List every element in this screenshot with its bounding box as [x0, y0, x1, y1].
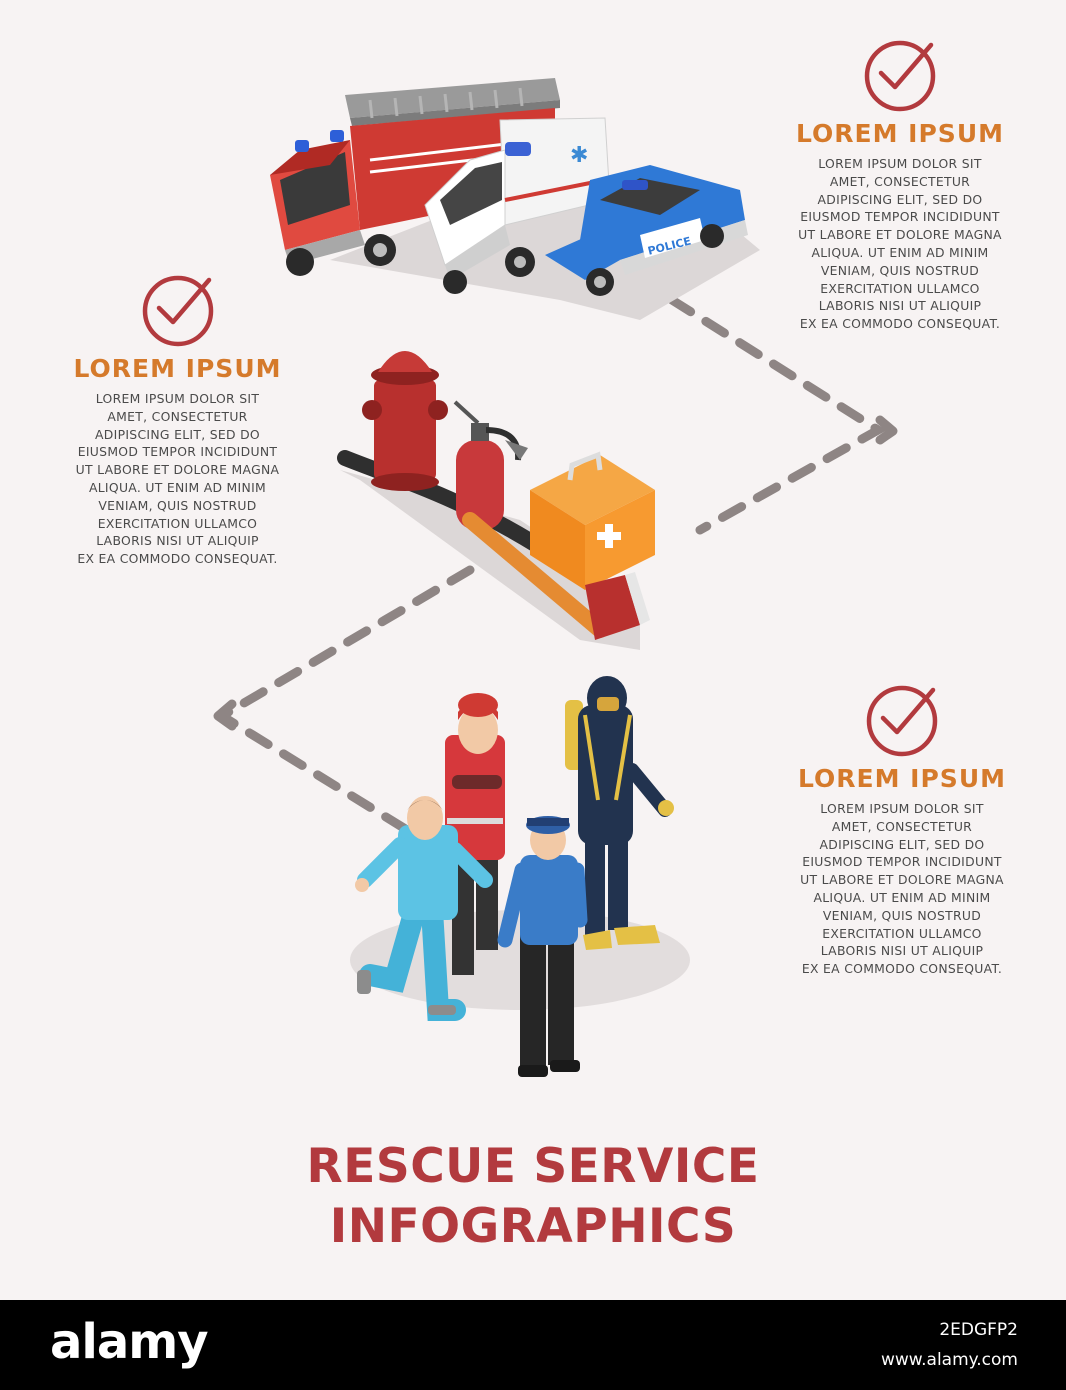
ambulance-icon: ✱	[424, 117, 611, 294]
infographic-canvas: ✱ POLICE	[55, 35, 1022, 1254]
path-arrow-right	[875, 415, 898, 445]
image-id: 2EDGFP2	[939, 1320, 1018, 1340]
block-body: LOREM IPSUM DOLOR SIT AMET, CONSECTETUR …	[75, 391, 280, 567]
svg-text:✱: ✱	[570, 143, 588, 168]
fire-hose-icon	[337, 450, 568, 568]
paramedic-icon	[355, 796, 493, 1021]
rescue-team-group	[350, 676, 690, 1077]
info-block-equipment: LOREM IPSUM LOREM IPSUM DOLOR SIT AMET, …	[55, 270, 300, 568]
watermark-footer: alamy 2EDGFP2 www.alamy.com	[0, 1300, 1066, 1390]
check-circle-icon	[864, 40, 936, 112]
police-car-icon: POLICE	[545, 165, 748, 296]
equipment-group	[337, 351, 655, 650]
watermark-url: www.alamy.com	[880, 1350, 1018, 1370]
axe-icon	[462, 512, 650, 640]
main-title-line1: RESCUE SERVICE	[306, 1139, 760, 1194]
diver-icon	[565, 676, 674, 950]
illustration-layer: ✱ POLICE	[213, 78, 898, 1077]
police-officer-icon	[497, 816, 588, 1077]
block-title: LOREM IPSUM	[797, 764, 1006, 793]
fire-hydrant-icon	[362, 351, 448, 491]
first-aid-kit-icon	[530, 451, 655, 590]
block-body: LOREM IPSUM DOLOR SIT AMET, CONSECTETUR …	[800, 801, 1004, 977]
watermark-logo: alamy	[50, 1314, 209, 1370]
vehicles-group: ✱ POLICE	[270, 78, 760, 320]
block-title: LOREM IPSUM	[795, 119, 1004, 148]
check-circle-icon	[866, 685, 938, 757]
main-title-line2: INFOGRAPHICS	[329, 1199, 737, 1254]
info-block-vehicles: LOREM IPSUM LOREM IPSUM DOLOR SIT AMET, …	[780, 35, 1020, 333]
info-block-team: LOREM IPSUM LOREM IPSUM DOLOR SIT AMET, …	[782, 680, 1022, 978]
path-arrow-left	[213, 699, 237, 731]
block-body: LOREM IPSUM DOLOR SIT AMET, CONSECTETUR …	[798, 156, 1002, 332]
fire-extinguisher-icon	[453, 400, 528, 530]
block-title: LOREM IPSUM	[73, 354, 282, 383]
check-circle-icon	[142, 275, 213, 347]
